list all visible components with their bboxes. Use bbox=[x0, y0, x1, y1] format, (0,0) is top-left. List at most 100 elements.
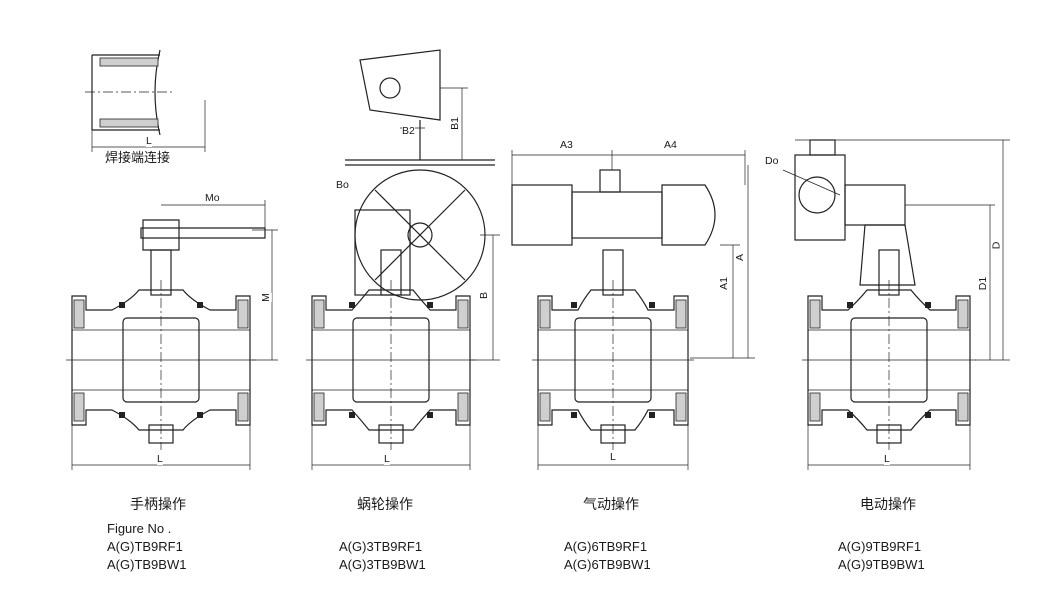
dim-lines-electric bbox=[782, 139, 1010, 361]
caption-pneumatic: 气动操作 bbox=[583, 496, 639, 512]
motor-housing bbox=[794, 154, 846, 241]
actuator-adapter bbox=[859, 224, 916, 286]
actuator-end-right bbox=[661, 184, 716, 246]
actuator-end-left bbox=[511, 184, 573, 246]
caption-handle: 手柄操作 bbox=[130, 496, 186, 512]
bottom-trunnion bbox=[148, 424, 174, 444]
code: A(G)6TB9BW1 bbox=[564, 557, 651, 572]
dim-line-L bbox=[807, 425, 971, 470]
seat bbox=[119, 412, 125, 418]
caption-electric: 电动操作 bbox=[860, 496, 916, 512]
valve-worm-gear-view bbox=[306, 249, 476, 470]
handle-lever bbox=[140, 219, 266, 251]
seat bbox=[349, 302, 355, 308]
codes-handle: Figure No . A(G)TB9RF1 A(G)TB9BW1 bbox=[107, 520, 186, 574]
code: A(G)TB9BW1 bbox=[107, 557, 187, 572]
seat bbox=[649, 412, 655, 418]
gear-detail bbox=[359, 49, 441, 121]
figure-no-label: Figure No . bbox=[107, 521, 172, 536]
seat bbox=[847, 412, 853, 418]
flange-hatch bbox=[539, 299, 551, 329]
handwheel-spokes bbox=[374, 189, 466, 281]
top-bar bbox=[345, 120, 495, 166]
dim-L-3: L bbox=[610, 451, 616, 463]
flange-hatch bbox=[313, 299, 325, 329]
code: A(G)9TB9BW1 bbox=[838, 557, 925, 572]
seat bbox=[847, 302, 853, 308]
code: A(G)3TB9BW1 bbox=[339, 557, 426, 572]
actuator-top bbox=[599, 169, 621, 193]
weld-end-detail bbox=[85, 49, 206, 152]
bottom-trunnion bbox=[876, 424, 902, 444]
seat bbox=[649, 302, 655, 308]
seat bbox=[197, 302, 203, 308]
seat bbox=[925, 302, 931, 308]
dim-line-L bbox=[71, 425, 251, 470]
flange-hatch bbox=[957, 299, 969, 329]
flange-hatch bbox=[313, 392, 325, 422]
code: A(G)3TB9RF1 bbox=[339, 539, 423, 554]
dim-L-2: L bbox=[384, 453, 390, 465]
seat bbox=[925, 412, 931, 418]
gear-housing bbox=[844, 184, 906, 226]
dim-L-1: L bbox=[157, 453, 163, 465]
flange-hatch bbox=[73, 392, 85, 422]
dim-B1: B1 bbox=[448, 117, 461, 130]
dim-B: B bbox=[478, 291, 491, 300]
flange-hatch bbox=[237, 392, 249, 422]
dim-B2: B2 bbox=[402, 125, 415, 137]
valve-pneumatic-view bbox=[532, 249, 694, 470]
terminal-box bbox=[809, 139, 836, 156]
flange-hatch bbox=[809, 392, 821, 422]
dim-Bo: Bo bbox=[336, 179, 349, 191]
seat bbox=[197, 412, 203, 418]
flange-hatch bbox=[73, 299, 85, 329]
seat bbox=[427, 302, 433, 308]
stem-housing bbox=[602, 249, 624, 296]
bottom-trunnion bbox=[378, 424, 404, 444]
seat bbox=[571, 412, 577, 418]
seat bbox=[119, 302, 125, 308]
dim-A4: A4 bbox=[664, 139, 677, 151]
stem-housing bbox=[878, 249, 900, 296]
flange-hatch bbox=[457, 392, 469, 422]
dim-line-L bbox=[311, 425, 471, 470]
valve-handle-view bbox=[66, 249, 256, 470]
flange-hatch bbox=[957, 392, 969, 422]
flange-hatch bbox=[675, 392, 687, 422]
seat bbox=[571, 302, 577, 308]
dim-Do: Do bbox=[765, 155, 779, 167]
codes-pneumatic: A(G)6TB9RF1 A(G)6TB9BW1 bbox=[564, 538, 651, 574]
flange-hatch bbox=[457, 299, 469, 329]
actuator-body bbox=[571, 191, 663, 239]
dim-Mo: Mo bbox=[205, 192, 220, 204]
flange-hatch bbox=[675, 299, 687, 329]
handwheel-hub bbox=[407, 222, 433, 248]
dim-M: M bbox=[259, 293, 272, 302]
dim-A3: A3 bbox=[560, 139, 573, 151]
bottom-trunnion bbox=[600, 424, 626, 444]
dim-A1: A1 bbox=[717, 277, 730, 290]
gear-detail-circle bbox=[379, 77, 401, 99]
valve-electric-view bbox=[802, 249, 976, 470]
flange-hatch bbox=[539, 392, 551, 422]
flange-hatch bbox=[809, 299, 821, 329]
dim-A: A bbox=[734, 253, 747, 262]
caption-worm-gear: 蜗轮操作 bbox=[357, 496, 413, 512]
seat bbox=[427, 412, 433, 418]
seat bbox=[349, 412, 355, 418]
dim-lines-handle bbox=[161, 200, 278, 361]
weld-dim-L: L bbox=[146, 135, 152, 147]
code: A(G)TB9RF1 bbox=[107, 539, 183, 554]
dim-D1: D1 bbox=[977, 276, 990, 291]
code: A(G)9TB9RF1 bbox=[838, 539, 922, 554]
codes-electric: A(G)9TB9RF1 A(G)9TB9BW1 bbox=[838, 538, 925, 574]
flange-hatch bbox=[237, 299, 249, 329]
dim-line-L bbox=[537, 425, 689, 470]
code: A(G)6TB9RF1 bbox=[564, 539, 648, 554]
dim-lines-pneumatic bbox=[511, 150, 755, 359]
dim-L-4: L bbox=[884, 453, 890, 465]
gearbox bbox=[354, 209, 411, 296]
weld-end-title: 焊接端连接 bbox=[105, 150, 171, 165]
